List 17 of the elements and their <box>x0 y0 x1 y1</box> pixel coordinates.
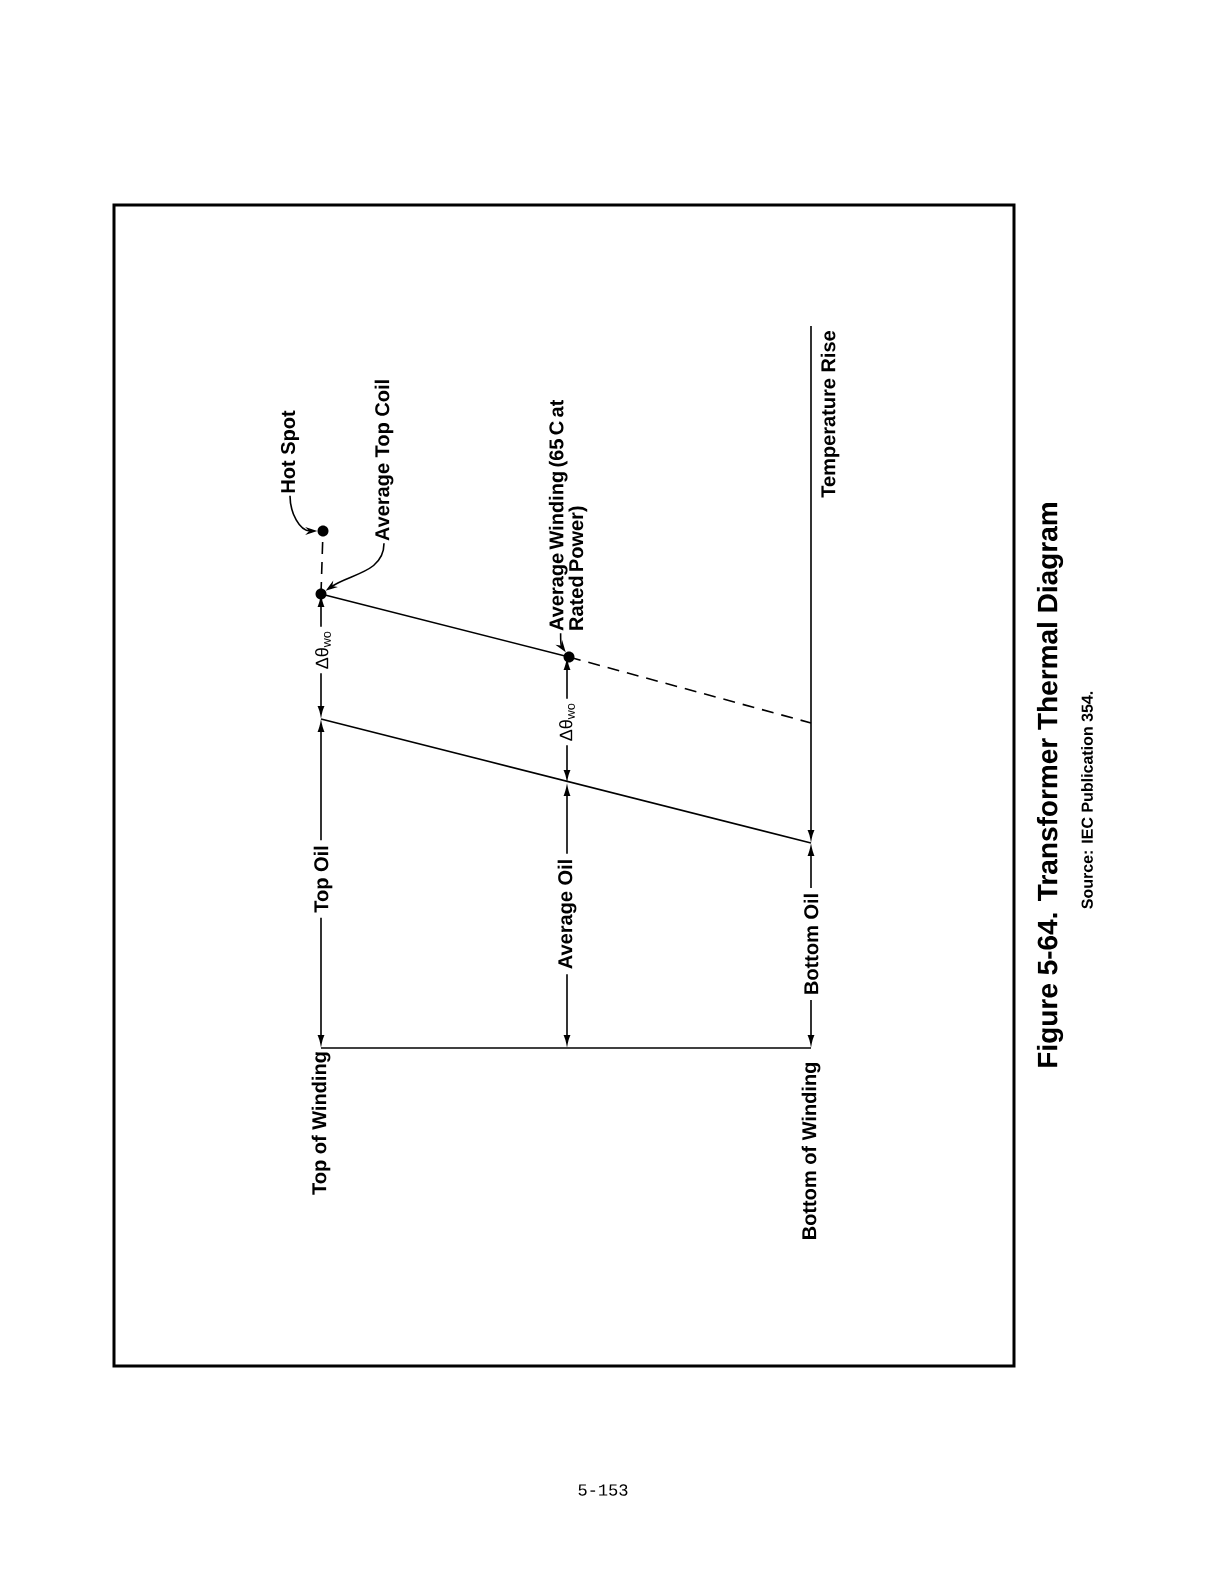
page-number: 5-153 <box>578 1484 628 1496</box>
figure-title: Figure 5-64. Transformer Thermal Diagram <box>1036 503 1064 1067</box>
data-point <box>315 588 327 600</box>
callout-text: Average Winding (65 C at Rated Power) <box>548 399 588 631</box>
callout-text: Average Top Coil <box>374 380 394 541</box>
axis-label: Top of Winding <box>311 1052 331 1195</box>
dimension-label: Top Oil <box>308 840 338 918</box>
dimension-label: Δθ$_{wo}$ <box>311 626 335 674</box>
dimension-label: Average Oil <box>552 853 582 975</box>
dimension-label: Δθ$_{wo}$ <box>555 698 579 746</box>
axis-label: Bottom of Winding <box>801 1063 821 1239</box>
source-note: Source: IEC Publication 354. <box>1081 691 1093 909</box>
callout-text: Hot Spot <box>280 410 300 493</box>
data-point <box>317 525 329 537</box>
data-point <box>563 651 575 663</box>
axis-label: Temperature Rise <box>820 330 840 498</box>
dimension-label: Bottom Oil <box>798 887 824 1001</box>
